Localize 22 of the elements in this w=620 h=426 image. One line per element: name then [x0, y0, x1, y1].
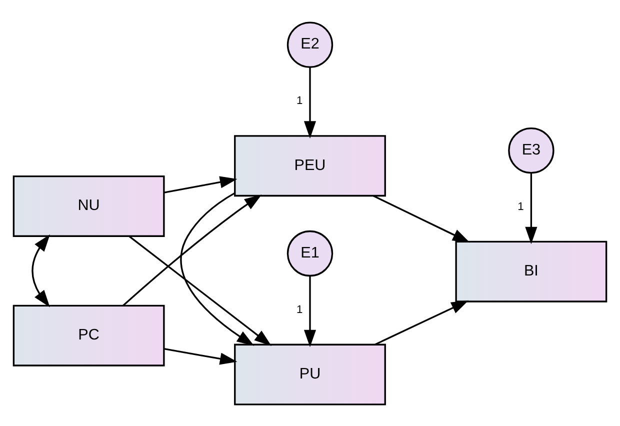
arrow — [32, 234, 50, 307]
node-circle: E2 — [286, 21, 334, 68]
arrow — [180, 192, 254, 346]
edge-label: 1 — [296, 303, 303, 316]
arrow — [164, 347, 238, 364]
arrow — [304, 66, 316, 138]
arrow — [122, 194, 262, 306]
edge-label: 1 — [518, 200, 524, 212]
arrow — [304, 275, 316, 347]
arrow — [164, 176, 238, 193]
node-circle: E3 — [508, 126, 554, 174]
node-box: PC — [12, 304, 165, 366]
arrow — [373, 194, 470, 242]
arrow — [128, 235, 272, 346]
node-box: NU — [12, 174, 165, 236]
node-box: PU — [234, 343, 386, 405]
arrow — [374, 300, 469, 345]
node-box: PEU — [234, 134, 386, 196]
edge-label: 1 — [296, 94, 303, 107]
arrow — [525, 172, 538, 244]
node-circle: E1 — [286, 230, 334, 276]
node-box: BI — [455, 240, 608, 302]
